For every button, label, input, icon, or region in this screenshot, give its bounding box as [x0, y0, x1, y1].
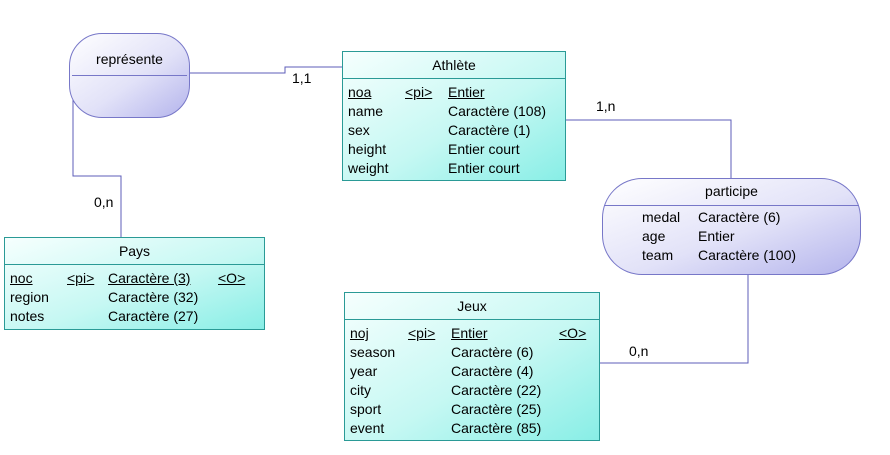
- attribute-type: Entier: [451, 325, 488, 341]
- attribute-name: year: [350, 363, 378, 379]
- attribute-name: height: [348, 141, 387, 157]
- entity-athlete[interactable]: Athlète noa <pi> Entier name Caractère (…: [342, 51, 566, 181]
- cardinality-participe-athlete: 1,n: [596, 98, 616, 114]
- link-represente-pays: [72, 100, 122, 238]
- association-participe[interactable]: participe medal Caractère (6) age Entier…: [602, 178, 861, 275]
- attribute-type: Caractère (3): [108, 270, 191, 286]
- attribute-type: Entier court: [448, 160, 520, 176]
- entity-title: Jeux: [345, 293, 599, 320]
- association-title: représente: [72, 34, 187, 76]
- attribute-row-age: age Entier: [603, 227, 860, 246]
- attribute-row-year: year Caractère (4): [345, 362, 599, 381]
- attribute-row-noc: noc <pi> Caractère (3) <O>: [5, 269, 264, 288]
- entity-title: Athlète: [343, 52, 565, 79]
- attribute-row-noj: noj <pi> Entier <O>: [345, 324, 599, 343]
- attribute-name: season: [350, 344, 396, 360]
- attribute-name: age: [642, 228, 666, 244]
- attribute-row-weight: weight Entier court: [343, 159, 565, 178]
- attribute-row-team: team Caractère (100): [603, 246, 860, 265]
- attribute-row-noa: noa <pi> Entier: [343, 83, 565, 102]
- attribute-type: Entier: [448, 84, 485, 100]
- attribute-name: notes: [10, 308, 45, 324]
- attribute-row-height: height Entier court: [343, 140, 565, 159]
- attribute-name: sport: [350, 401, 382, 417]
- attribute-type: Entier: [698, 228, 735, 244]
- attribute-row-region: region Caractère (32): [5, 288, 264, 307]
- cardinality-participe-jeux: 0,n: [629, 343, 649, 359]
- attribute-row-notes: notes Caractère (27): [5, 307, 264, 326]
- link-represente-athlete: [189, 66, 343, 74]
- attribute-type: Entier court: [448, 141, 520, 157]
- attribute-name: team: [642, 247, 674, 263]
- attribute-name: event: [350, 420, 385, 436]
- attribute-row-name: name Caractère (108): [343, 102, 565, 121]
- attribute-name: weight: [348, 160, 389, 176]
- attribute-row-city: city Caractère (22): [345, 381, 599, 400]
- attribute-type: Caractère (100): [698, 247, 797, 263]
- attribute-type: Caractère (25): [451, 401, 542, 417]
- identifier-marker: <O>: [218, 270, 246, 286]
- attribute-type: Caractère (6): [451, 344, 534, 360]
- attribute-row-sport: sport Caractère (25): [345, 400, 599, 419]
- primary-key-marker: <pi>: [408, 325, 436, 341]
- link-participe-athlete: [565, 119, 732, 179]
- attribute-name: city: [350, 382, 371, 398]
- identifier-marker: <O>: [559, 325, 587, 341]
- attribute-type: Caractère (32): [108, 289, 199, 305]
- attribute-name: sex: [348, 122, 370, 138]
- attribute-row-sex: sex Caractère (1): [343, 121, 565, 140]
- association-title: participe: [604, 179, 859, 206]
- attribute-type: Caractère (27): [108, 308, 199, 324]
- entity-jeux[interactable]: Jeux noj <pi> Entier <O> season Caractèr…: [344, 292, 600, 441]
- entity-title: Pays: [5, 238, 264, 265]
- attribute-name: noa: [348, 84, 372, 100]
- association-represente[interactable]: représente: [69, 33, 190, 118]
- attribute-type: Caractère (85): [451, 420, 542, 436]
- attribute-row-season: season Caractère (6): [345, 343, 599, 362]
- primary-key-marker: <pi>: [405, 84, 433, 100]
- cardinality-represente-pays: 0,n: [94, 194, 114, 210]
- primary-key-marker: <pi>: [67, 270, 95, 286]
- attribute-row-event: event Caractère (85): [345, 419, 599, 438]
- attribute-type: Caractère (6): [698, 209, 781, 225]
- attribute-name: region: [10, 289, 49, 305]
- attribute-type: Caractère (1): [448, 122, 531, 138]
- attribute-row-medal: medal Caractère (6): [603, 208, 860, 227]
- attribute-name: name: [348, 103, 384, 119]
- attribute-name: noc: [10, 270, 33, 286]
- attribute-type: Caractère (108): [448, 103, 547, 119]
- attribute-type: Caractère (22): [451, 382, 542, 398]
- attribute-name: medal: [642, 209, 681, 225]
- cardinality-represente-athlete: 1,1: [292, 70, 312, 86]
- attribute-type: Caractère (4): [451, 363, 534, 379]
- attribute-name: noj: [350, 325, 369, 341]
- link-participe-jeux: [598, 274, 749, 364]
- entity-pays[interactable]: Pays noc <pi> Caractère (3) <O> region C…: [4, 237, 265, 330]
